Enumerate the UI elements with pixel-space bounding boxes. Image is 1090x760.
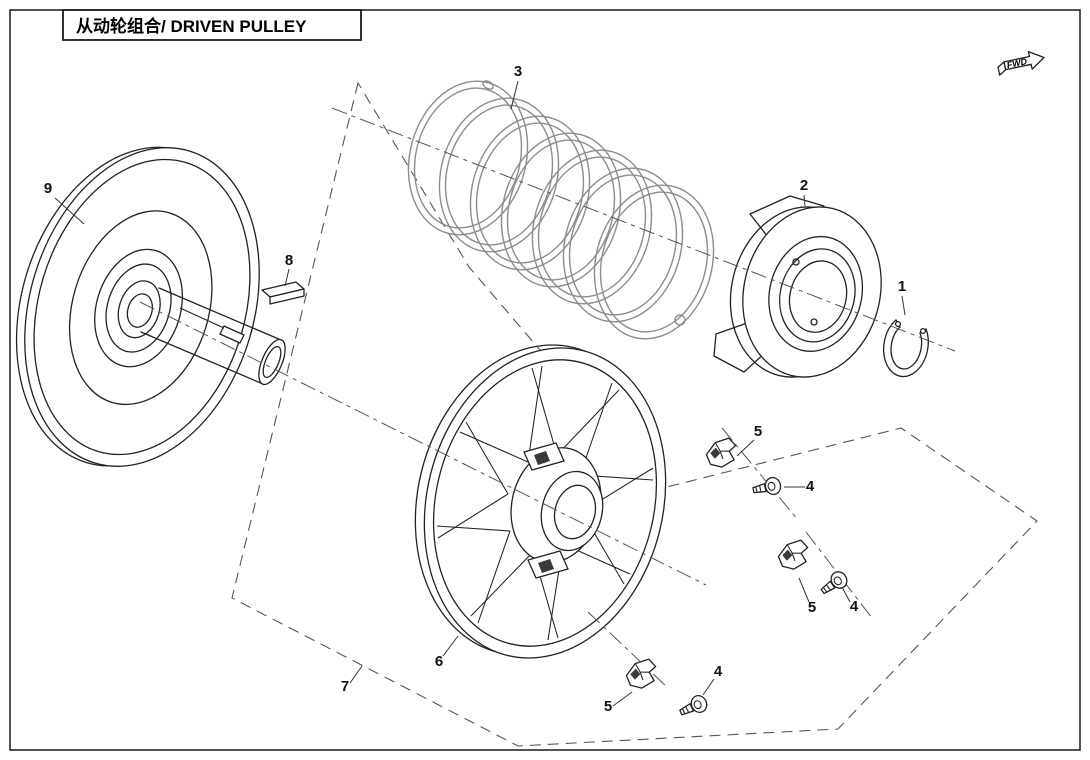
callout-8: 8 — [285, 252, 293, 269]
callout-7: 7 — [341, 678, 349, 695]
subassembly-boundary-dashed — [231, 81, 1038, 747]
callout-4: 4 — [714, 663, 723, 680]
callout-4: 4 — [806, 478, 815, 495]
callout-5: 5 — [754, 423, 762, 440]
part-1-circlip — [883, 319, 929, 378]
page-border — [9, 9, 1081, 751]
fwd-label: FWD — [1006, 56, 1029, 70]
callout-9: 9 — [44, 180, 52, 197]
page-title: 从动轮组合/ DRIVEN PULLEY — [76, 16, 307, 36]
callout-5: 5 — [604, 698, 612, 715]
callout-4: 4 — [850, 598, 859, 615]
part-9-fixed-pulley-face — [15, 146, 286, 467]
callout-3: 3 — [514, 63, 522, 80]
callout-5: 5 — [808, 599, 816, 616]
callout-1: 1 — [898, 278, 906, 295]
callout-6: 6 — [435, 653, 443, 670]
shaft-keyway-slot — [219, 325, 245, 344]
part-6-movable-pulley-face — [414, 344, 667, 659]
part-2-cam-plate — [713, 195, 882, 378]
part-4-screw — [751, 475, 783, 500]
part-5-slider — [704, 436, 739, 470]
part-8-key — [261, 281, 305, 305]
title-box: 从动轮组合/ DRIVEN PULLEY — [62, 9, 362, 41]
fwd-arrow-icon — [1003, 50, 1045, 71]
part-4-screw — [676, 692, 711, 721]
callout-2: 2 — [800, 177, 808, 194]
part-5-slider — [624, 657, 659, 691]
fwd-indicator: FWD — [997, 50, 1045, 76]
callout-leader-lines — [54, 80, 906, 707]
part-3-spring — [407, 80, 715, 340]
title-box-frame — [62, 9, 362, 41]
part-5-slider — [776, 538, 811, 572]
